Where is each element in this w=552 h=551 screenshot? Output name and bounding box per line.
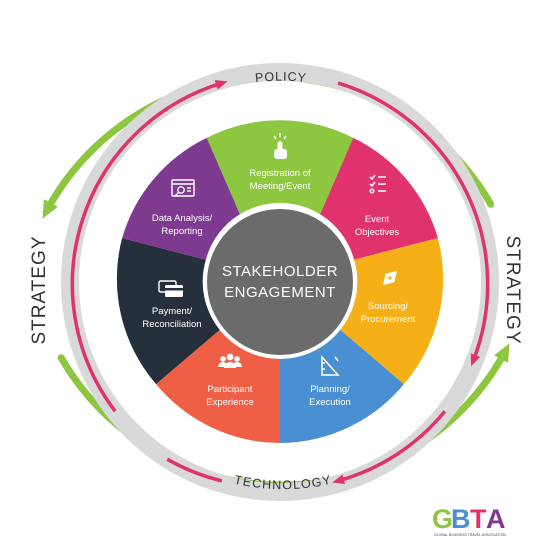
- policy-label: POLICY: [254, 70, 307, 86]
- people-group-icon: [218, 353, 242, 368]
- technology-label: TECHNOLOGY: [233, 473, 333, 493]
- logo-letter-b: B: [451, 504, 471, 534]
- segment-registration-line2: Meeting/Event: [250, 181, 311, 192]
- segment-payment[interactable]: Payment/ Reconciliation: [116, 238, 220, 385]
- segment-participant[interactable]: Participant Experience: [156, 329, 280, 443]
- segment-data-line1: Data Analysis/: [152, 213, 213, 224]
- segment-participant-line1: Participant: [208, 384, 253, 395]
- inner-arrow-bottom: [70, 80, 228, 413]
- gbta-logo: G B T A GLOBAL BUSINESS TRAVEL ASSOCIATI…: [432, 504, 506, 537]
- segment-planning[interactable]: Planning/ Execution: [280, 329, 404, 443]
- segment-registration[interactable]: Registration of Meeting/Event: [206, 120, 354, 215]
- segment-data[interactable]: Data Analysis/ Reporting: [122, 137, 240, 260]
- browser-search-icon: [171, 179, 195, 197]
- segment-planning-line1: Planning/: [310, 384, 350, 395]
- segment-sourcing-line2: Procurement: [361, 314, 416, 325]
- segment-registration-shape: [206, 120, 354, 215]
- strategy-left-label: STRATEGY: [29, 236, 50, 345]
- inner-arrows: [70, 80, 490, 485]
- logo-tagline: GLOBAL BUSINESS TRAVEL ASSOCIATION: [434, 533, 506, 537]
- logo-letter-g: G: [432, 504, 453, 534]
- inner-grey-ring: [61, 63, 499, 501]
- segment-planning-line2: Execution: [309, 397, 351, 408]
- segment-payment-line2: Reconciliation: [142, 319, 201, 330]
- segment-data-shape: [122, 137, 240, 260]
- inner-arrow-top: [337, 81, 490, 367]
- strategy-right-label: STRATEGY: [502, 236, 523, 345]
- inner-arrow-left-bottom: [166, 457, 223, 483]
- hand-pointer-icon: [273, 133, 287, 159]
- center-line2: ENGAGEMENT: [224, 284, 336, 301]
- segment-participant-line2: Experience: [206, 397, 254, 408]
- segment-planning-shape: [280, 329, 404, 443]
- logo-letter-t: T: [470, 504, 487, 534]
- segment-data-line2: Reporting: [161, 226, 202, 237]
- segment-objectives[interactable]: Event Objectives: [320, 137, 438, 260]
- pen-nib-icon: [382, 270, 398, 286]
- center-hub: STAKEHOLDER ENGAGEMENT: [203, 205, 357, 359]
- segment-sourcing-line1: Sourcing/: [368, 301, 408, 312]
- segment-payment-line1: Payment/: [152, 306, 192, 317]
- credit-cards-icon: [158, 280, 183, 297]
- segment-objectives-shape: [320, 137, 438, 260]
- drafting-tools-icon: [321, 355, 340, 376]
- wheel-segments: Registration of Meeting/Event Event Obje…: [116, 120, 444, 443]
- segment-participant-shape: [156, 329, 280, 443]
- center-circle: [207, 209, 353, 355]
- segment-registration-line1: Registration of: [249, 168, 311, 179]
- center-line1: STAKEHOLDER: [222, 263, 338, 280]
- segment-payment-shape: [116, 238, 220, 385]
- inner-arrow-right-bottom: [332, 410, 447, 485]
- logo-letter-a: A: [486, 504, 506, 534]
- segment-objectives-line2: Objectives: [355, 227, 400, 238]
- checklist-icon: [369, 174, 386, 194]
- segment-sourcing[interactable]: Sourcing/ Procurement: [340, 238, 444, 385]
- segment-sourcing-shape: [340, 238, 444, 385]
- segment-objectives-line1: Event: [365, 214, 390, 225]
